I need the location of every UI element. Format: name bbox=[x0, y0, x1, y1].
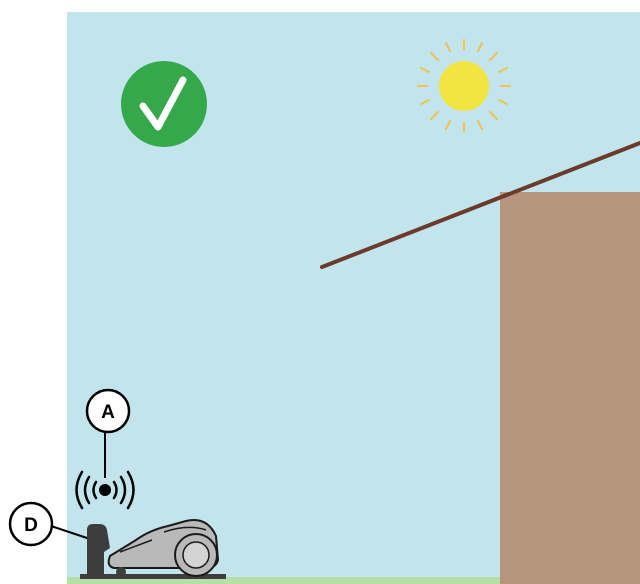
mower-front-wheel bbox=[116, 567, 126, 577]
callout-a-label: A bbox=[101, 402, 115, 423]
check-icon bbox=[121, 61, 207, 147]
callout-d-label: D bbox=[24, 515, 38, 536]
house-wall bbox=[500, 192, 640, 584]
